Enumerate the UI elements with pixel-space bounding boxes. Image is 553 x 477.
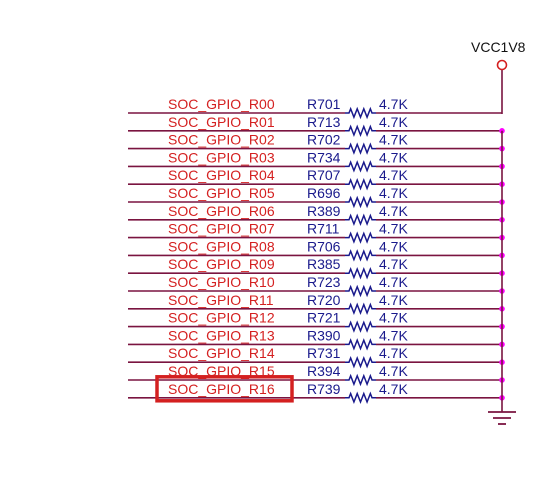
resistor-value: 4.7K bbox=[379, 96, 408, 112]
resistor-value: 4.7K bbox=[379, 327, 408, 343]
resistor-row: SOC_GPIO_R13 R390 4.7K bbox=[128, 327, 505, 351]
resistor-row: SOC_GPIO_R09 R385 4.7K bbox=[128, 256, 505, 280]
resistor-ref: R713 bbox=[307, 114, 341, 130]
resistor-ref: R390 bbox=[307, 327, 341, 343]
resistor-value: 4.7K bbox=[379, 203, 408, 219]
resistor-ref: R721 bbox=[307, 310, 341, 326]
resistor-symbol bbox=[345, 284, 376, 298]
resistor-row: SOC_GPIO_R08 R706 4.7K bbox=[128, 238, 505, 262]
vcc-power-symbol: VCC1V8 bbox=[471, 39, 526, 114]
pullup-resistor-array: SOC_GPIO_R00 R701 4.7K SOC_GPIO_R01 R713 4.7K… bbox=[128, 96, 505, 405]
resistor-row: SOC_GPIO_R02 R702 4.7K bbox=[128, 132, 505, 155]
resistor-value: 4.7K bbox=[379, 221, 408, 237]
resistor-row: SOC_GPIO_R16 R739 4.7K bbox=[128, 375, 505, 405]
net-label: SOC_GPIO_R15 bbox=[168, 363, 275, 379]
net-label: SOC_GPIO_R02 bbox=[168, 132, 275, 148]
resistor-value: 4.7K bbox=[379, 185, 408, 201]
resistor-symbol bbox=[345, 160, 376, 173]
net-label: SOC_GPIO_R04 bbox=[168, 167, 275, 183]
resistor-symbol bbox=[345, 249, 376, 262]
vcc-power-label: VCC1V8 bbox=[471, 39, 526, 55]
net-label: SOC_GPIO_R16 bbox=[168, 381, 275, 397]
net-label: SOC_GPIO_R12 bbox=[168, 310, 275, 326]
highlight-box bbox=[155, 375, 294, 403]
resistor-symbol bbox=[345, 320, 376, 333]
resistor-ref: R723 bbox=[307, 274, 341, 290]
resistor-row: SOC_GPIO_R10 R723 4.7K bbox=[128, 274, 505, 298]
net-label: SOC_GPIO_R05 bbox=[168, 185, 275, 201]
resistor-value: 4.7K bbox=[379, 149, 408, 165]
net-label: SOC_GPIO_R13 bbox=[168, 327, 275, 343]
resistor-ref: R702 bbox=[307, 132, 341, 148]
resistor-ref: R385 bbox=[307, 256, 341, 272]
resistor-value: 4.7K bbox=[379, 132, 408, 148]
resistor-row: SOC_GPIO_R05 R696 4.7K bbox=[128, 185, 505, 209]
resistor-value: 4.7K bbox=[379, 167, 408, 183]
resistor-ref: R720 bbox=[307, 292, 341, 308]
resistor-symbol bbox=[345, 391, 376, 405]
resistor-row: SOC_GPIO_R06 R389 4.7K bbox=[128, 203, 505, 227]
resistor-value: 4.7K bbox=[379, 363, 408, 379]
resistor-symbol bbox=[345, 124, 376, 138]
resistor-ref: R711 bbox=[307, 221, 340, 237]
net-label: SOC_GPIO_R00 bbox=[168, 96, 275, 112]
resistor-symbol bbox=[345, 142, 376, 155]
resistor-ref: R389 bbox=[307, 203, 341, 219]
resistor-row: SOC_GPIO_R00 R701 4.7K bbox=[128, 96, 502, 120]
net-label: SOC_GPIO_R06 bbox=[168, 203, 275, 219]
resistor-value: 4.7K bbox=[379, 114, 408, 130]
resistor-row: SOC_GPIO_R03 R734 4.7K bbox=[128, 149, 505, 173]
resistor-symbol bbox=[345, 231, 376, 244]
resistor-symbol bbox=[345, 213, 376, 227]
net-label: SOC_GPIO_R07 bbox=[168, 221, 275, 237]
net-label: SOC_GPIO_R09 bbox=[168, 256, 275, 272]
resistor-value: 4.7K bbox=[379, 274, 408, 290]
resistor-symbol bbox=[345, 106, 376, 120]
resistor-value: 4.7K bbox=[379, 292, 408, 308]
resistor-symbol bbox=[345, 266, 376, 280]
ground-symbol bbox=[488, 411, 516, 425]
resistor-ref: R739 bbox=[307, 381, 341, 397]
net-label: SOC_GPIO_R14 bbox=[168, 345, 275, 361]
net-label: SOC_GPIO_R08 bbox=[168, 238, 275, 254]
resistor-row: SOC_GPIO_R04 R707 4.7K bbox=[128, 167, 505, 191]
resistor-row: SOC_GPIO_R07 R711 4.7K bbox=[128, 221, 505, 244]
resistor-symbol bbox=[345, 195, 376, 209]
resistor-row: SOC_GPIO_R11 R720 4.7K bbox=[128, 292, 505, 316]
resistor-value: 4.7K bbox=[379, 256, 408, 272]
resistor-symbol bbox=[345, 338, 376, 351]
resistor-symbol bbox=[345, 355, 376, 369]
resistor-symbol bbox=[345, 302, 376, 316]
net-label: SOC_GPIO_R01 bbox=[168, 114, 275, 130]
resistor-row: SOC_GPIO_R01 R713 4.7K bbox=[128, 114, 505, 138]
resistor-ref: R701 bbox=[307, 96, 341, 112]
net-label: SOC_GPIO_R10 bbox=[168, 274, 275, 290]
resistor-value: 4.7K bbox=[379, 345, 408, 361]
resistor-ref: R734 bbox=[307, 149, 341, 165]
resistor-ref: R394 bbox=[307, 363, 341, 379]
resistor-ref: R707 bbox=[307, 167, 341, 183]
resistor-symbol bbox=[345, 177, 376, 191]
resistor-symbol bbox=[345, 373, 376, 387]
resistor-row: SOC_GPIO_R15 R394 4.7K bbox=[128, 363, 505, 387]
vcc-power-terminal bbox=[496, 59, 508, 71]
resistor-row: SOC_GPIO_R14 R731 4.7K bbox=[128, 345, 505, 369]
resistor-ref: R696 bbox=[307, 185, 341, 201]
resistor-ref: R706 bbox=[307, 238, 341, 254]
resistor-value: 4.7K bbox=[379, 381, 408, 397]
net-label: SOC_GPIO_R03 bbox=[168, 149, 275, 165]
resistor-ref: R731 bbox=[307, 345, 341, 361]
resistor-row: SOC_GPIO_R12 R721 4.7K bbox=[128, 310, 505, 333]
net-label: SOC_GPIO_R11 bbox=[168, 292, 274, 308]
resistor-value: 4.7K bbox=[379, 310, 408, 326]
resistor-value: 4.7K bbox=[379, 238, 408, 254]
